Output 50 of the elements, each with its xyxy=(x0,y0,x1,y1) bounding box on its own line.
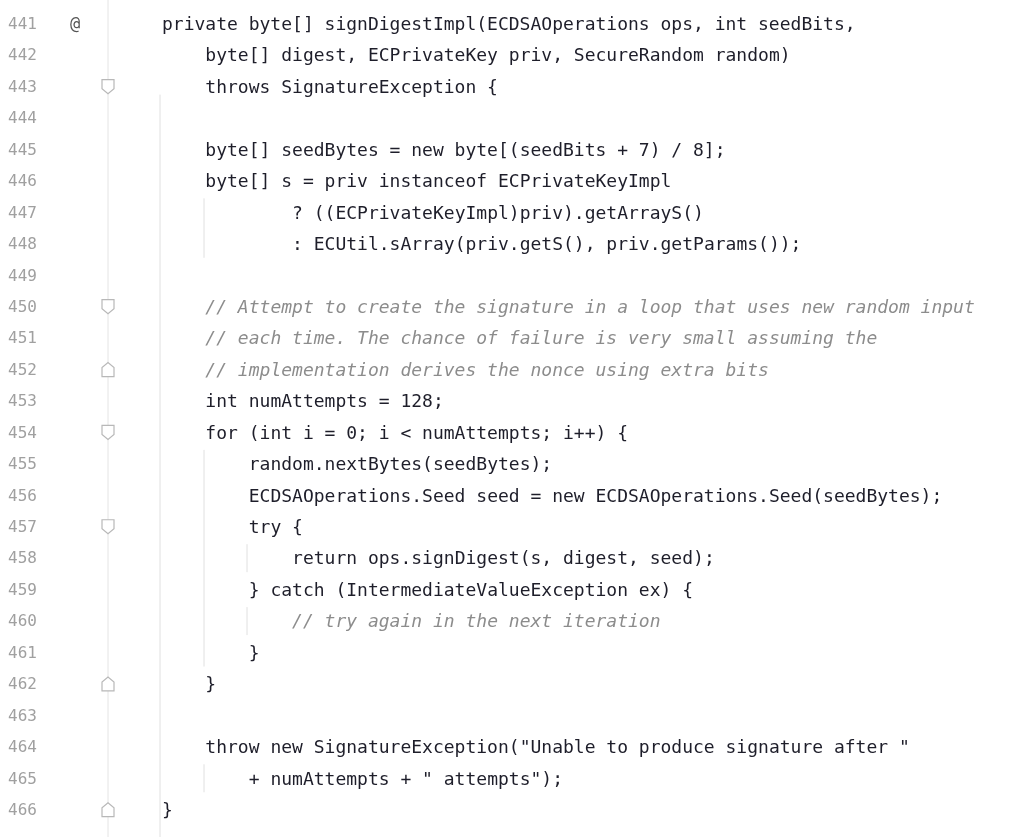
line-number: 442 xyxy=(8,44,38,67)
line-number: 466 xyxy=(8,799,38,821)
line-number: 445 xyxy=(8,138,38,161)
code-line: byte[] seedBytes = new byte[(seedBits + 7) / 8]; xyxy=(205,137,726,162)
code-comment: // implementation derives the nonce using extra bits xyxy=(205,357,769,382)
line-number: 456 xyxy=(8,484,38,507)
line-number: 443 xyxy=(8,75,38,98)
line-number: 459 xyxy=(8,578,38,601)
code-line: ? ((ECPrivateKeyImpl)priv).getArrayS() xyxy=(292,200,704,225)
line-number: 460 xyxy=(8,610,38,633)
code-line: } xyxy=(162,798,173,822)
code-line: + numAttempts + " attempts"); xyxy=(248,766,563,791)
code-line: } xyxy=(205,672,217,697)
line-number: 449 xyxy=(8,264,38,287)
code-line: throws SignatureException { xyxy=(205,74,498,99)
line-number: 457 xyxy=(8,516,38,539)
code-line: private byte[] signDigestImpl(ECDSAOperations ops, int seedBits, xyxy=(162,12,856,36)
line-number: 454 xyxy=(8,421,38,444)
code-line: } xyxy=(248,640,260,665)
code-line: random.nextBytes(seedBytes); xyxy=(248,452,553,477)
line-number: 451 xyxy=(8,327,38,350)
code-line: try { xyxy=(248,515,303,540)
code-line: byte[] s = priv instanceof ECPrivateKeyImpl xyxy=(205,169,672,194)
code-line: ECDSAOperations.Seed seed = new ECDSAOperations.Seed(seedBytes); xyxy=(248,483,943,508)
line-number: 452 xyxy=(8,358,38,381)
line-number: 458 xyxy=(8,547,38,570)
line-number: 455 xyxy=(8,453,38,476)
line-number: 444 xyxy=(8,107,38,130)
line-number: 448 xyxy=(8,233,38,256)
annotation-marker: @ xyxy=(70,12,81,35)
line-number: 447 xyxy=(8,201,38,224)
line-number: 463 xyxy=(8,704,38,727)
line-number: 462 xyxy=(8,673,38,696)
code-comment: // Attempt to create the signature in a loop that uses new random input xyxy=(205,294,975,319)
code-comment: // each time. The chance of failure is very small assuming the xyxy=(205,326,878,351)
line-number: 450 xyxy=(8,295,38,318)
line-number: 446 xyxy=(8,170,38,193)
line-number: 461 xyxy=(8,641,38,664)
line-number: 441 xyxy=(8,13,38,35)
code-line: : ECUtil.sArray(priv.getS(), priv.getParams()); xyxy=(292,232,802,257)
line-number: 453 xyxy=(8,390,38,413)
code-comment: // try again in the next iteration xyxy=(292,609,661,634)
code-line: byte[] digest, ECPrivateKey priv, SecureRandom random) xyxy=(205,43,791,68)
code-line: throw new SignatureException("Unable to produce signature after " xyxy=(205,735,910,760)
line-number: 464 xyxy=(8,736,38,759)
code-line: } catch (IntermediateValueException ex) { xyxy=(248,577,694,602)
code-line: return ops.signDigest(s, digest, seed); xyxy=(292,546,715,571)
code-line: for (int i = 0; i < numAttempts; i++) { xyxy=(205,420,628,445)
line-number: 465 xyxy=(8,767,38,790)
code-line: int numAttempts = 128; xyxy=(205,389,444,414)
